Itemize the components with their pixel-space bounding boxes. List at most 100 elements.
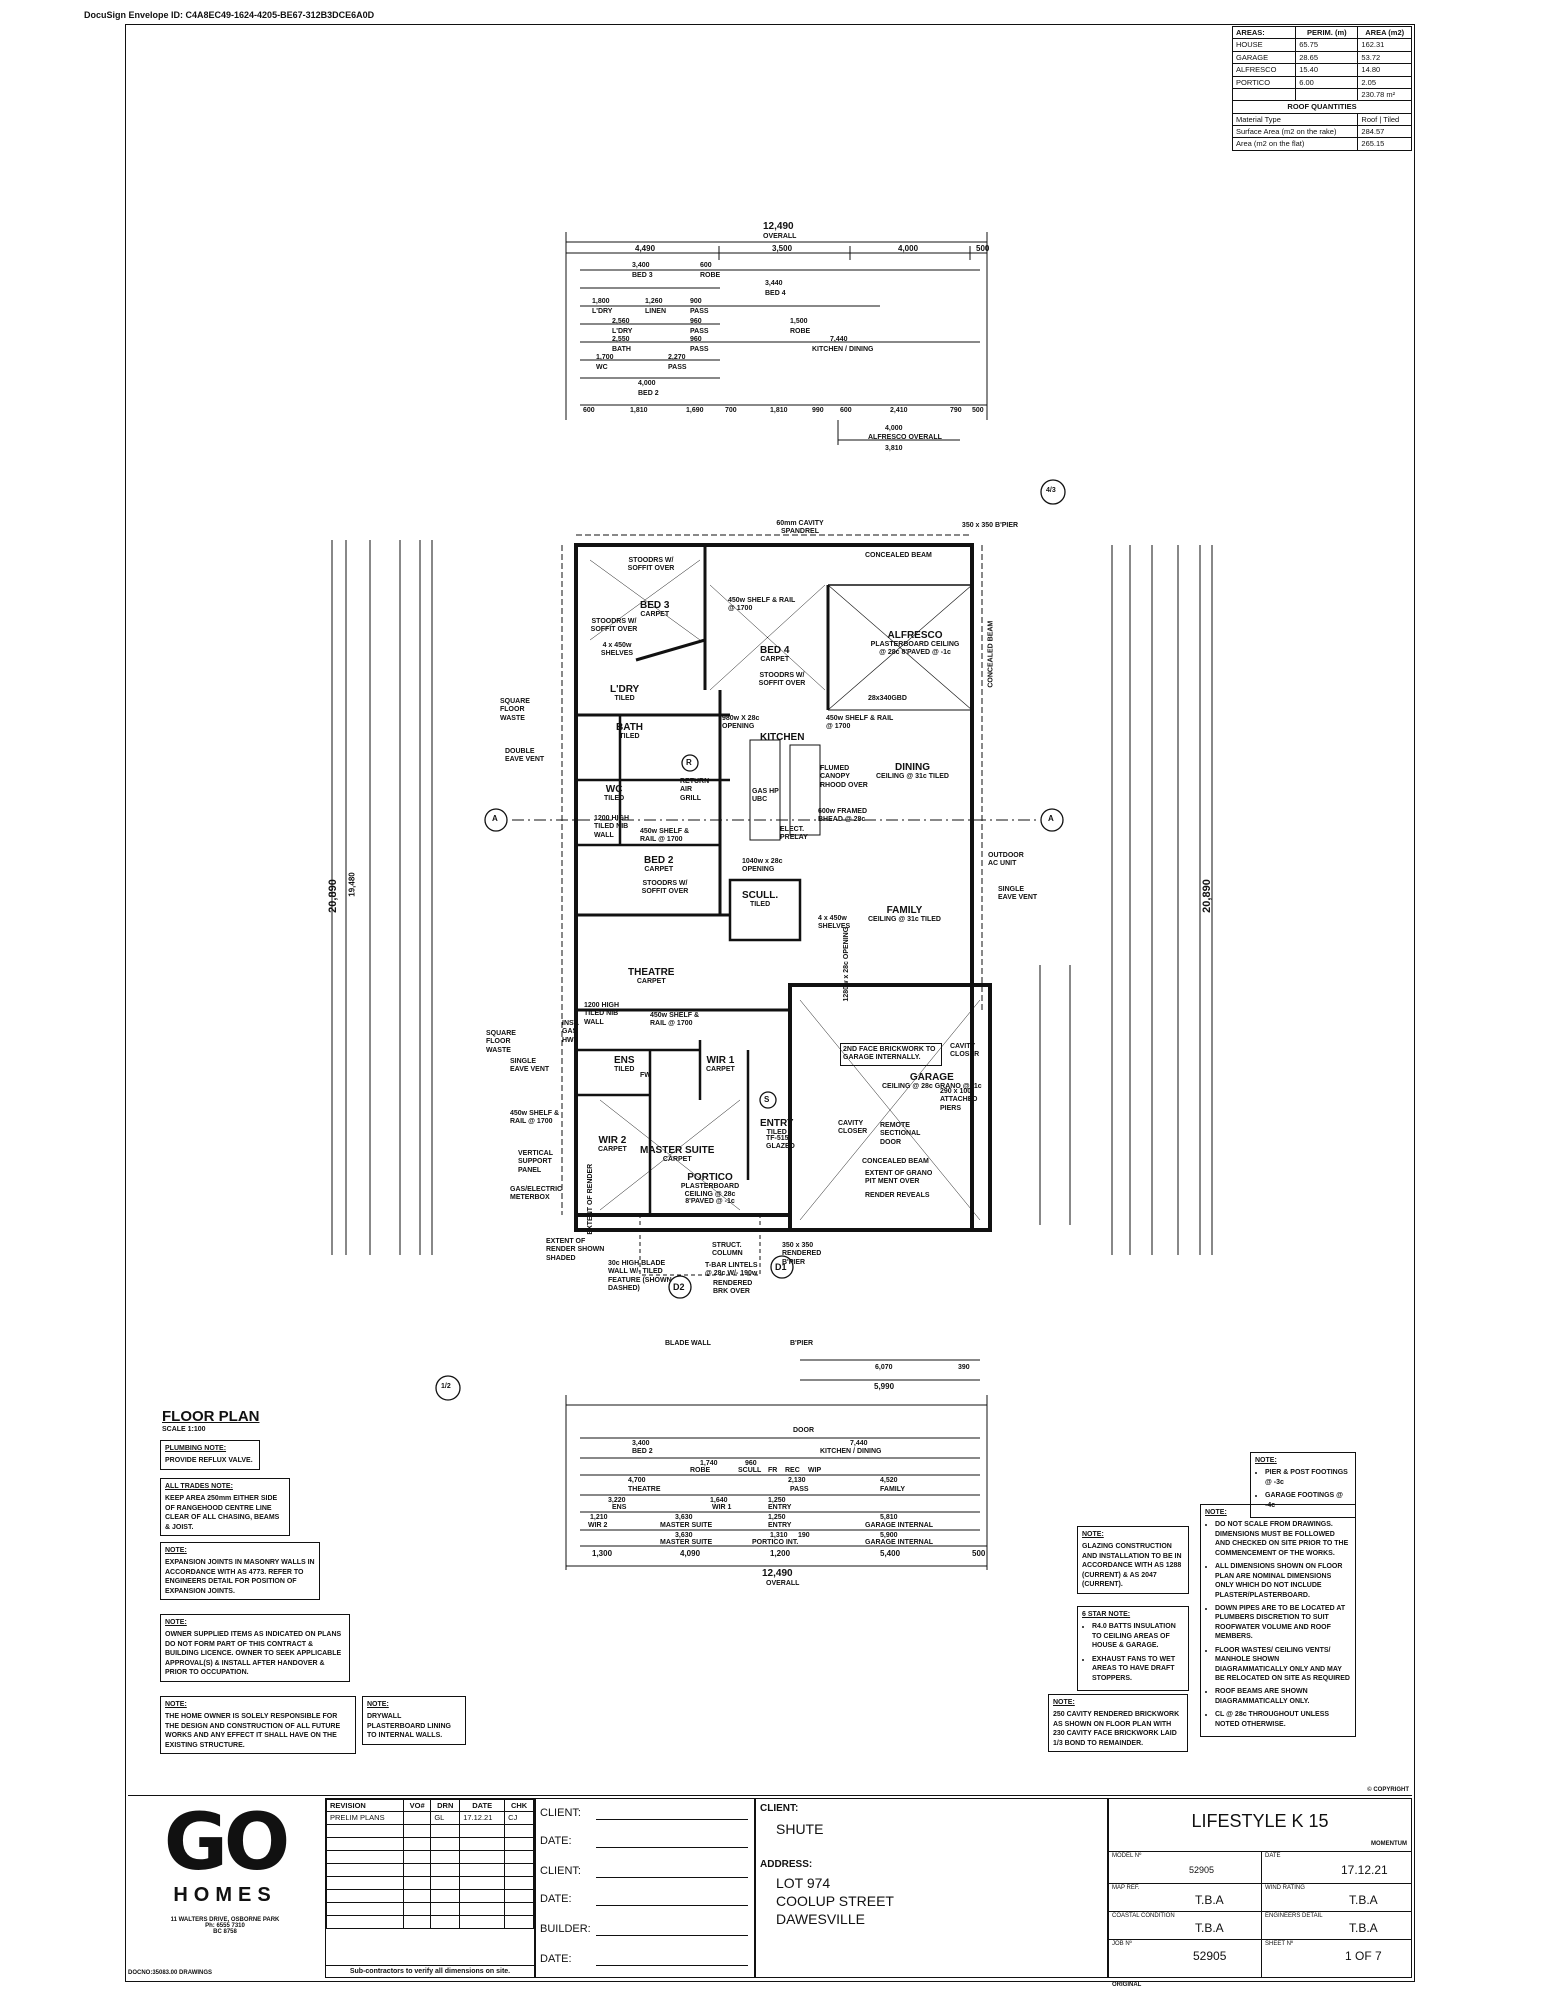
note-item: FLOOR WASTES/ CEILING VENTS/ MANHOLE SHO… — [1215, 1646, 1351, 1684]
annotation: 600w FRAMED BHEAD @ 28c — [818, 808, 868, 824]
annotation: 4 x 450w SHELVES — [818, 915, 851, 931]
roof-value: 265.15 — [1357, 137, 1412, 151]
builder-sign-line[interactable] — [596, 1935, 748, 1936]
dim-room-label: MASTER SUITE — [660, 1522, 713, 1529]
revision-checked: CJ — [504, 1811, 534, 1825]
dim-label: 1,260 — [645, 298, 663, 305]
dim-label: 7,440 — [830, 336, 848, 343]
dim-label: 1,810 — [630, 407, 648, 414]
dim-room-label: ROBE — [690, 1467, 711, 1474]
date-sign-label: DATE: — [540, 1893, 572, 1905]
dim-label: 900 — [690, 298, 702, 305]
note-item: R4.0 BATTS INSULATION TO CEILING AREAS O… — [1092, 1622, 1184, 1650]
bottom-seg-dim: 5,400 — [880, 1549, 901, 1558]
annotation: 450w SHELF & RAIL @ 1700 — [640, 828, 690, 844]
note-item: EXHAUST FANS TO WET AREAS TO HAVE DRAFT … — [1092, 1655, 1184, 1683]
builder-sign-label: BUILDER: — [540, 1923, 591, 1935]
date-sign-line[interactable] — [596, 1847, 748, 1848]
logo-word: HOMES — [173, 1884, 277, 1907]
dim-room-label: ENTRY — [768, 1504, 792, 1511]
address-line: DAWESVILLE — [776, 1911, 865, 1927]
all-trades-note: ALL TRADES NOTE: KEEP AREA 250mm EITHER … — [160, 1478, 290, 1537]
dim-room-label: WIR 2 — [588, 1522, 608, 1529]
client-sign-label: CLIENT: — [540, 1807, 581, 1819]
dim-label: 6,070 — [875, 1364, 893, 1371]
copyright-label: © COPYRIGHT — [1367, 1787, 1409, 1793]
dim-label: 390 — [958, 1364, 970, 1371]
map-ref-label: MAP REF. — [1112, 1885, 1140, 1891]
coastal-label: COASTAL CONDITION — [1112, 1913, 1175, 1919]
client-sign-line[interactable] — [596, 1819, 748, 1820]
docusign-envelope-id: DocuSign Envelope ID: C4A8EC49-1624-4205… — [84, 10, 375, 20]
section-marker-a: A — [492, 814, 498, 823]
roof-row: Surface Area (m2 on the rake)284.57 — [1231, 124, 1412, 139]
note-title: NOTE: — [1205, 1509, 1227, 1516]
dim-room-label: PASS — [690, 346, 709, 353]
dim-label: 2,130 — [788, 1477, 806, 1484]
elevation-marker: 1/2 — [441, 1383, 451, 1390]
note-title: ALL TRADES NOTE: — [165, 1483, 233, 1490]
dim-label: 1,810 — [770, 407, 788, 414]
note-title: NOTE: — [165, 1547, 187, 1554]
annotation: VERTICAL SUPPORT PANEL — [518, 1150, 553, 1174]
annotation: 2ND FACE BRICKWORK TO GARAGE INTERNALLY. — [840, 1043, 942, 1066]
dim-label: 3,400 — [632, 262, 650, 269]
smoke-detector-marker: S — [764, 1095, 770, 1104]
client-sign-line[interactable] — [596, 1877, 748, 1878]
floor-plan-title: FLOOR PLAN — [162, 1408, 260, 1425]
dim-label: 1,210 — [590, 1514, 608, 1521]
dim-label: 5,900 — [880, 1532, 898, 1539]
annotation: CONCEALED BEAM — [862, 1158, 929, 1165]
annotation: SINGLE EAVE VENT — [510, 1058, 550, 1074]
dim-label: 2,270 — [668, 354, 686, 361]
dim-room-label: PASS — [690, 328, 709, 335]
vo-header: VO# — [402, 1798, 432, 1813]
dim-room-label: BED 2 — [632, 1448, 653, 1455]
overall-top-label: OVERALL — [763, 233, 797, 240]
dim-label: 4,700 — [628, 1477, 646, 1484]
dim-label: 4,520 — [880, 1477, 898, 1484]
note-title: 6 STAR NOTE: — [1082, 1611, 1131, 1618]
annotation: FW — [640, 1072, 651, 1079]
dim-room-label: GARAGE INTERNAL — [865, 1539, 934, 1546]
dim-label: 960 — [690, 336, 702, 343]
document-ref: DOCNO:35083.00 DRAWINGS — [128, 1970, 213, 1976]
note-item: ROOF BEAMS ARE SHOWN DIAGRAMMATICALLY ON… — [1215, 1687, 1351, 1706]
sheet-number: 1 OF 7 — [1345, 1949, 1382, 1963]
date-header: DATE — [459, 1798, 506, 1813]
smoke-detector-marker: R — [686, 758, 692, 767]
date-sign-line[interactable] — [596, 1965, 748, 1966]
door-marker-d1: D1 — [775, 1262, 787, 1272]
annotation: 30c HIGH BLADE WALL W/- TILED FEATURE (S… — [608, 1260, 672, 1293]
dim-room-label: SCULL — [738, 1467, 762, 1474]
alfresco-dim: 3,810 — [885, 445, 903, 452]
roof-label: Area (m2 on the flat) — [1231, 137, 1359, 151]
dim-label: 3,630 — [675, 1514, 693, 1521]
note-body: OWNER SUPPLIED ITEMS AS INDICATED ON PLA… — [165, 1631, 342, 1677]
date-sign-label: DATE: — [540, 1953, 572, 1965]
annotation: BLADE WALL — [665, 1340, 711, 1347]
note-title: NOTE: — [1255, 1457, 1277, 1464]
date-sign-line[interactable] — [596, 1905, 748, 1906]
dim-label: 5,810 — [880, 1514, 898, 1521]
annotation: 1200 HIGH TILED NIB WALL — [594, 815, 630, 839]
annotation: EXTENT OF RENDER SHOWN SHADED — [546, 1238, 605, 1262]
dim-room-label: ROBE — [700, 272, 721, 279]
annotation: STRUCT. COLUMN — [712, 1242, 743, 1258]
note-title: NOTE: — [1053, 1699, 1075, 1706]
dim-label: 3,220 — [608, 1497, 626, 1504]
coastal-value: T.B.A — [1195, 1921, 1224, 1935]
revision-header: REVISION — [326, 1798, 404, 1813]
revision-drawn: GL — [430, 1811, 461, 1825]
right-overall-dim: 20,890 — [1200, 879, 1213, 913]
overall-top-dim: 12,490 — [763, 221, 794, 232]
dim-label: 1,700 — [596, 354, 614, 361]
